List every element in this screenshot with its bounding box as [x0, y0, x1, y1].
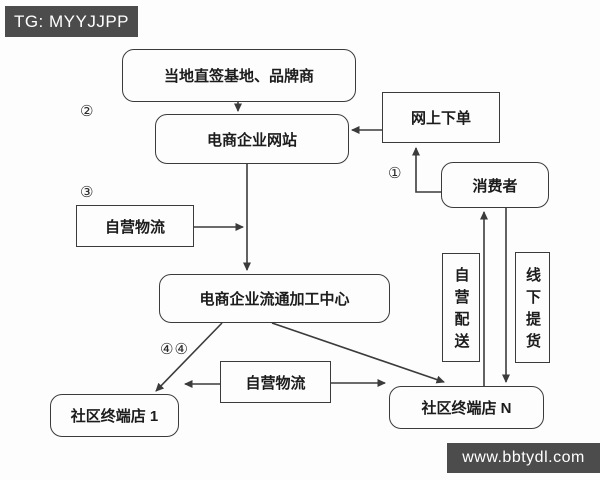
step-marker-4: ④④ [160, 341, 189, 358]
website-watermark: www.bbtydl.com [447, 443, 600, 473]
node-self-delivery: 自营配送 [442, 253, 480, 362]
node-offline-pickup: 线下提货 [515, 252, 550, 363]
node-community-store-n: 社区终端店 N [389, 386, 544, 429]
node-self-logistics-bottom: 自营物流 [220, 361, 331, 403]
step-marker-1: ① [388, 165, 403, 182]
node-local-base-brands: 当地直签基地、品牌商 [122, 49, 356, 102]
node-consumer: 消费者 [441, 162, 549, 208]
node-processing-center: 电商企业流通加工中心 [159, 274, 390, 323]
node-community-store-1: 社区终端店 1 [50, 394, 179, 437]
step-marker-3: ③ [80, 184, 95, 201]
arrow-consumer-to-order [412, 147, 441, 193]
step-marker-2: ② [80, 103, 95, 120]
node-online-order: 网上下单 [382, 92, 500, 143]
node-ecommerce-website: 电商企业网站 [155, 114, 349, 164]
tg-tag-banner: TG: MYYJJPP [5, 6, 138, 37]
node-self-logistics-left: 自营物流 [76, 205, 194, 247]
